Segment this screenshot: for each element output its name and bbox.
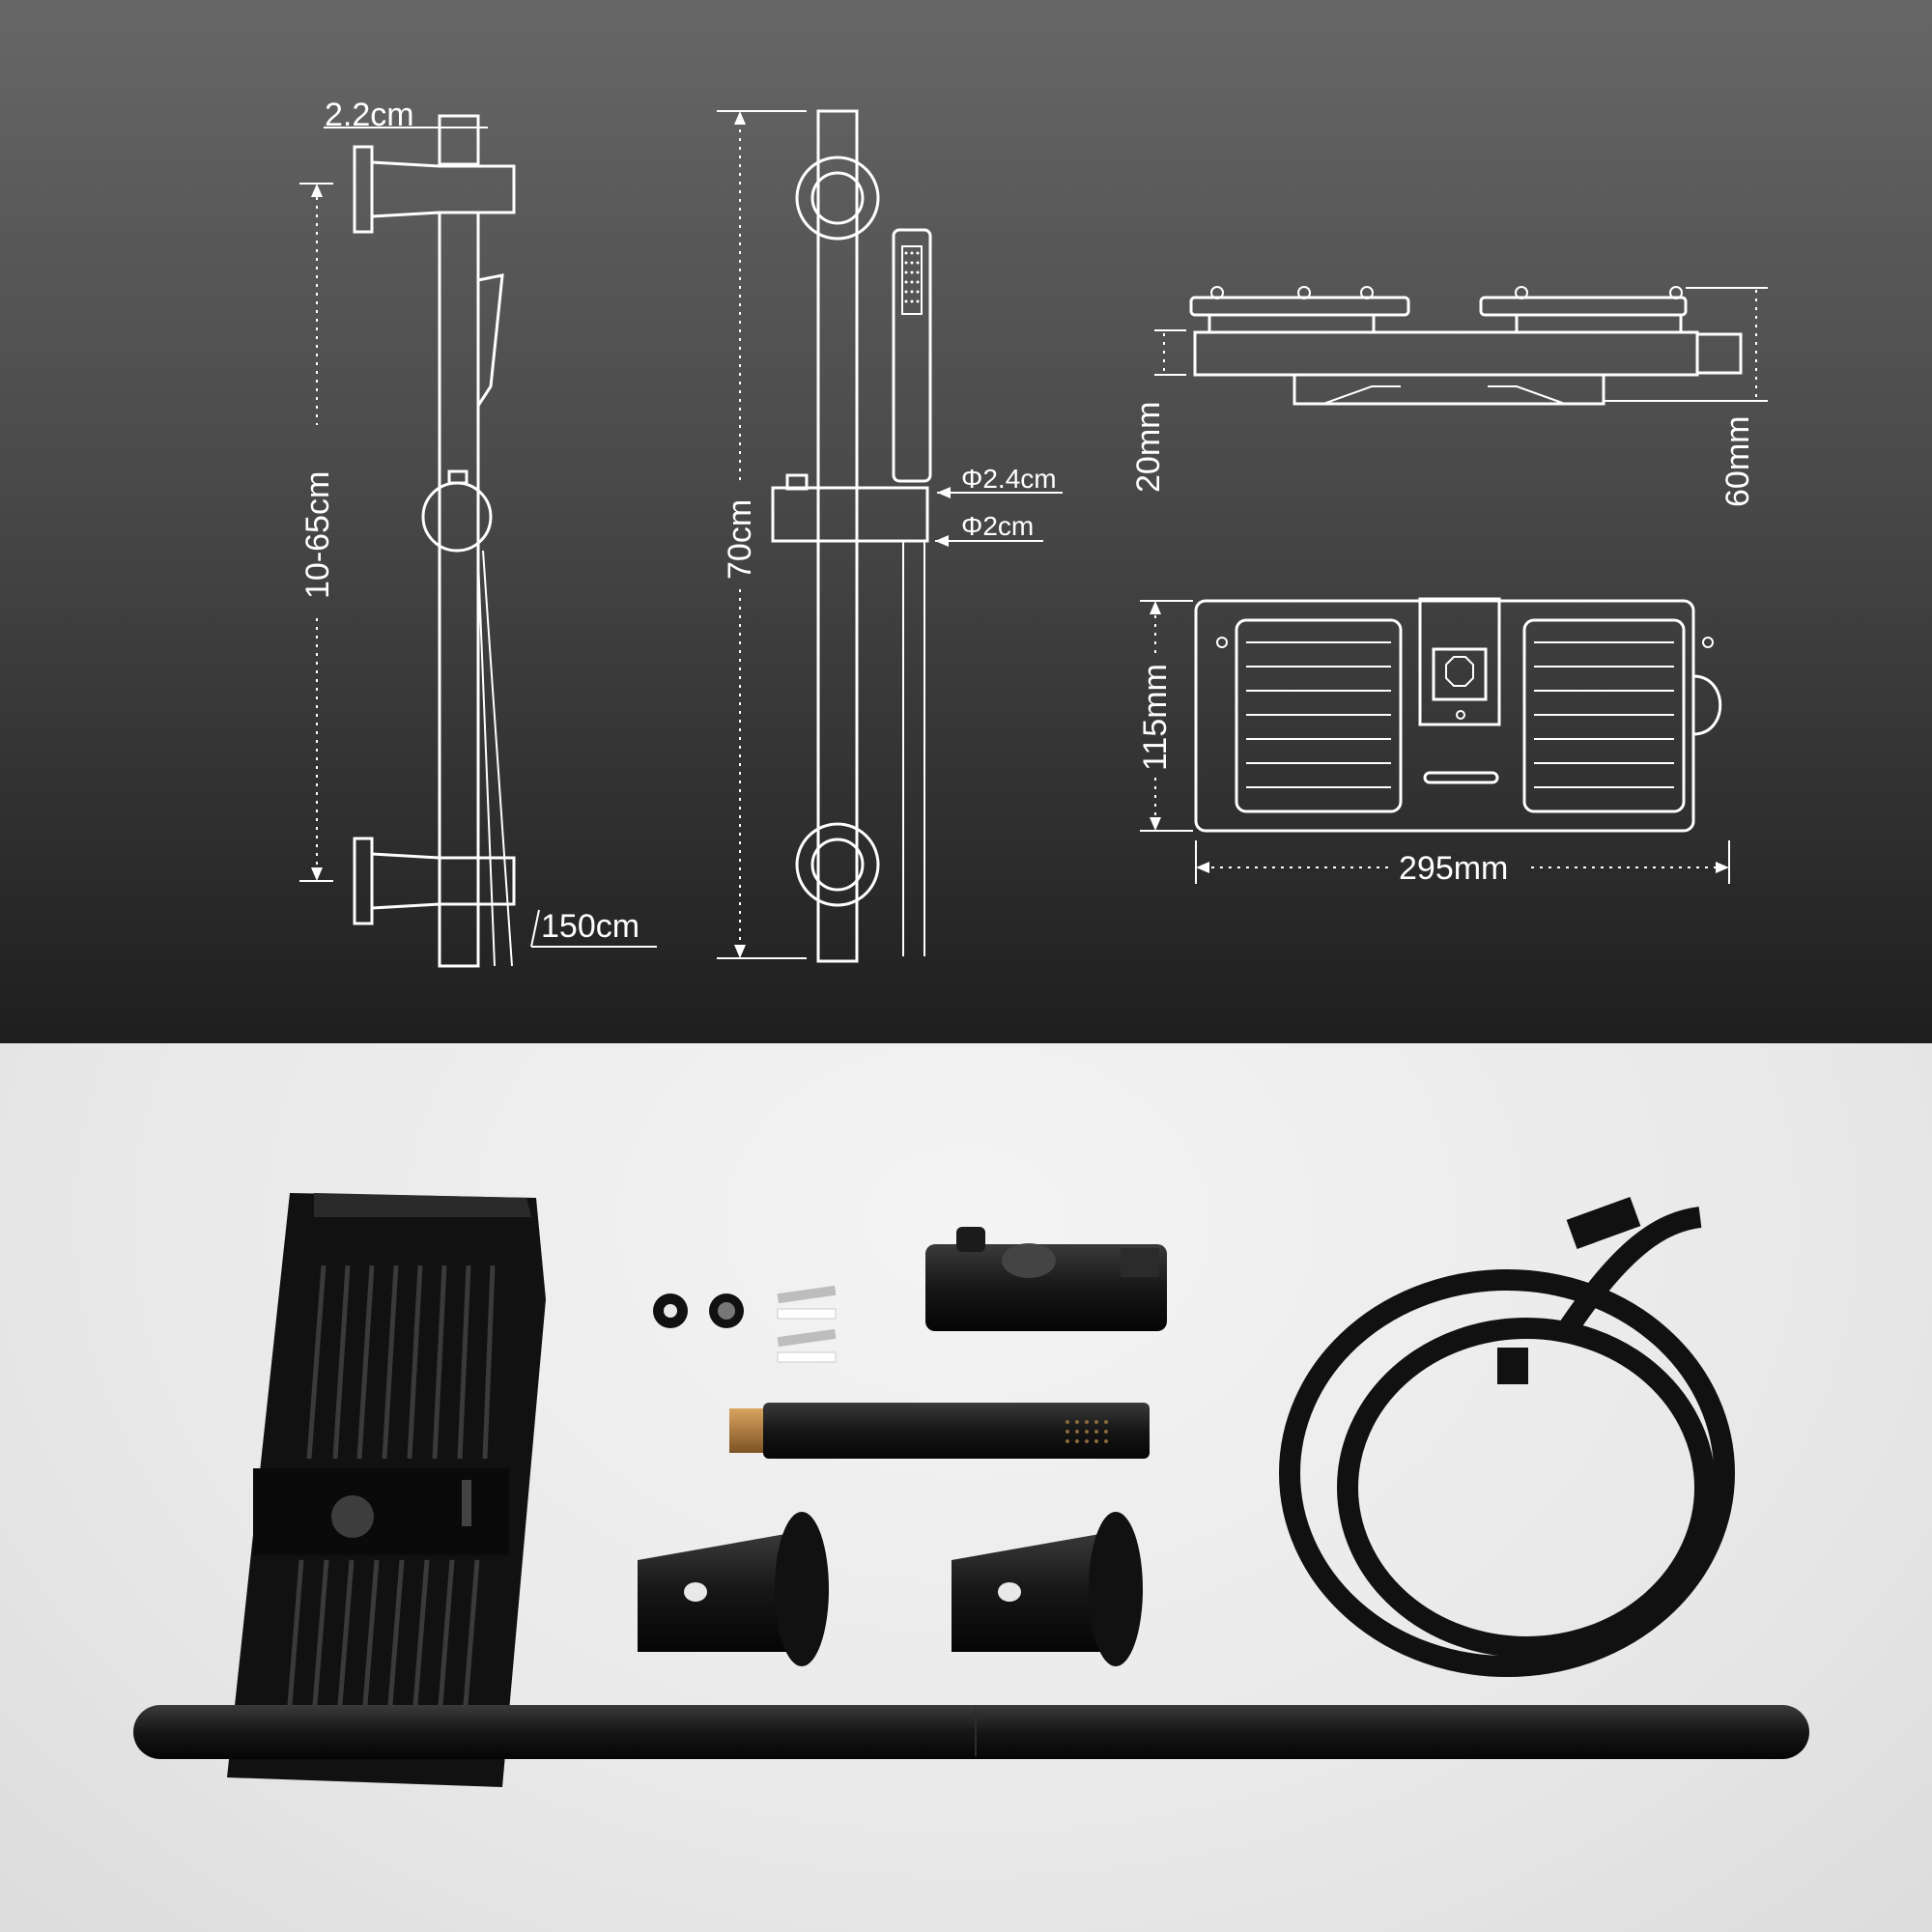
handle-side [476,273,504,412]
soap-dish-part [227,1193,546,1787]
hose-dim-leader [530,909,540,948]
center-slot [1423,771,1499,784]
top-bracket-arm [370,160,516,218]
dish-thickness-label: 20mm [1130,402,1167,493]
shower-nozzle-area [901,245,923,315]
soap-dish-side-view: 20mm 60mm [1130,286,1768,507]
holder-button [785,473,809,491]
height-arrow-top [734,111,746,125]
dish-socket [331,1495,374,1538]
wall-bracket-left [638,1512,829,1666]
span-arrow-top [311,184,323,197]
pin-1 [1210,286,1224,299]
shower-hose-part [1279,1207,1735,1677]
bottom-wall-plate [353,837,374,925]
inner-dia-arrow [935,535,949,547]
left-tray-top [1189,296,1410,317]
mount-socket-inner [1445,656,1474,687]
dimension-drawing-panel: 2.2cm 10-65cm 150cm [0,0,1932,1043]
bar-height-label: 70cm [722,499,758,580]
slider-knob [421,481,493,553]
bar-side-view: 2.2cm 10-65cm 150cm [299,97,657,968]
depth-arrow-bottom [1150,817,1161,831]
bottom-bracket-ring-outer [795,822,880,907]
bar-rod-side [438,211,480,968]
holder-inner-diameter-label: Φ2cm [961,511,1034,541]
washers-and-screws [653,1285,837,1363]
slider-holder-part [925,1227,1167,1331]
bracket-span-label: 10-65cm [299,471,336,599]
soap-dish-top-view: 115mm 295mm [1137,597,1730,887]
hose-nut-top [1566,1196,1641,1250]
clamp-lever-left [1322,385,1401,405]
top-cap [438,114,480,166]
mount-screw [1456,710,1465,720]
dish-clamp [1293,373,1605,406]
right-grate-frame [1522,618,1686,813]
clamp-lever-right [1488,385,1566,405]
pin-4 [1515,286,1528,299]
height-arrow-bottom [734,945,746,958]
dish-height-label: 60mm [1719,416,1756,507]
left-grate-slats [1246,641,1391,788]
hose-line-1 [482,550,513,967]
top-width-label: 2.2cm [325,97,414,133]
bottom-bracket-ring-inner [810,838,865,892]
hook-outline [1692,674,1722,736]
top-bracket-ring-outer [795,156,880,241]
mount-socket [1432,647,1488,701]
dish-width-label: 295mm [1399,850,1508,887]
holder-outer-diameter-label: Φ2.4cm [961,464,1057,494]
bar-rod-front [816,109,859,963]
corner-pin-left [1216,637,1228,648]
bottom-bracket-arm [370,852,516,910]
shower-nozzle-dots [904,251,920,303]
right-grate-slats [1534,641,1674,788]
sliding-bar-part [133,1705,1809,1759]
wall-bracket-right [952,1512,1143,1666]
dish-hook-side [1695,332,1743,375]
left-grate-frame [1235,618,1403,813]
top-bracket-ring-inner [810,171,865,225]
right-tray-top [1479,296,1688,317]
dish-base [1193,330,1699,377]
dish-depth-label: 115mm [1137,664,1174,771]
width-arrow-right [1716,862,1729,873]
span-arrow-bottom [311,867,323,881]
outer-dia-arrow [937,487,951,498]
depth-arrow-top [1150,601,1161,614]
dish-outline [1194,599,1695,833]
center-mount [1418,597,1501,726]
technical-drawing: 2.2cm 10-65cm 150cm [0,0,1932,1043]
pin-5 [1669,286,1683,299]
slider-holder [771,486,929,543]
product-parts-photo [0,1043,1932,1932]
right-tray-body [1515,313,1683,334]
hose-nut-bottom [1497,1348,1528,1384]
hand-shower [892,228,932,483]
slider-button [447,469,469,485]
hose-length-label: 150cm [541,908,639,945]
corner-pin-right [1702,637,1714,648]
width-arrow-left [1196,862,1209,873]
bar-front-view: 70cm Φ2.4cm Φ2cm [717,109,1063,963]
left-tray-body [1208,313,1376,334]
top-wall-plate [353,145,374,234]
parts-illustration [133,1193,1809,1787]
pin-2 [1297,286,1311,299]
pin-3 [1360,286,1374,299]
hose-line-2 [477,559,496,967]
hand-shower-part [729,1403,1150,1459]
